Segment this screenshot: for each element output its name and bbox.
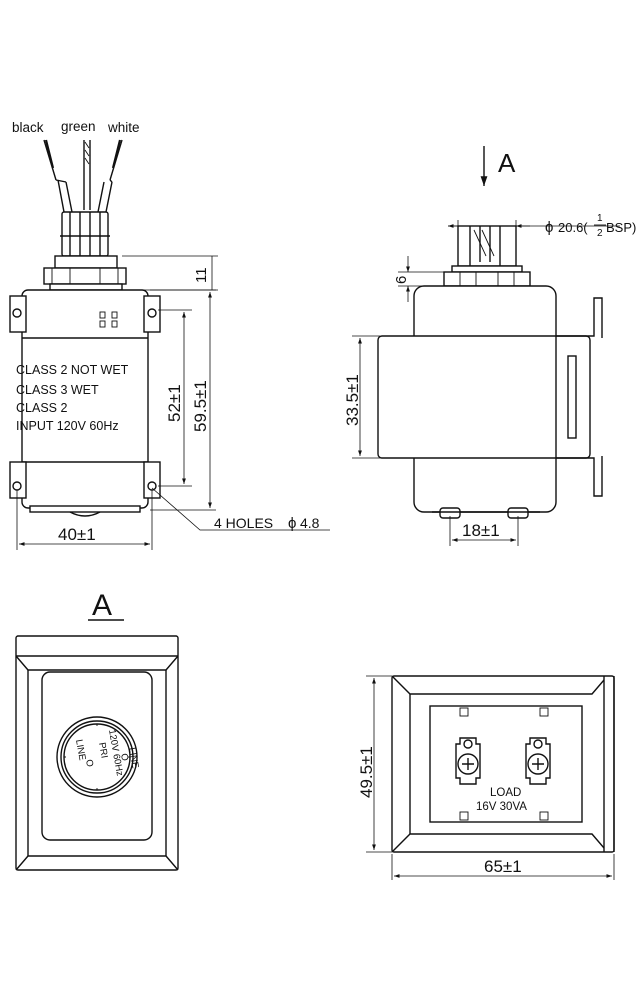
class-2-not-wet-text: CLASS 2 NOT WET [16,363,129,377]
svg-text:59.5±1: 59.5±1 [191,380,210,432]
svg-text:4.8: 4.8 [300,515,320,531]
view-a-title: A [92,589,112,622]
svg-text:20.6(: 20.6( [558,220,588,235]
mounting-nut [43,255,127,291]
dim-body-height: 59.5±1 [150,289,216,511]
class-2-text: CLASS 2 [16,401,67,415]
pri-text: PRI [96,742,110,760]
svg-text:1: 1 [597,213,603,224]
wire-label-green: green [61,119,96,134]
svg-text:2: 2 [597,228,603,239]
svg-text:11: 11 [193,267,210,283]
screw-terminal-icon [525,737,551,785]
svg-text:49.5±1: 49.5±1 [357,746,376,798]
o-text-right: O [118,753,130,762]
input-rating-text: INPUT 120V 60Hz [16,419,119,433]
dim-width: 40±1 [16,490,153,550]
dim-bottom-width: 65±1 [391,854,615,880]
svg-text:BSP): BSP) [606,220,636,235]
svg-text:33.5±1: 33.5±1 [343,374,362,426]
bottom-view: LOAD 16V 30VA 49.5±1 65±1 [357,675,615,880]
screw-terminal-icon [455,737,481,785]
side-view: A ϕ 20.6( 1 2 BSP) [343,146,636,546]
mounting-hole-icon [147,308,157,318]
svg-text:ϕ: ϕ [288,515,296,532]
svg-text:4 HOLES: 4 HOLES [214,515,273,531]
svg-text:52±1: 52±1 [165,384,184,422]
svg-text:40±1: 40±1 [58,525,96,544]
line-text-left: LINE [73,739,88,762]
wire-label-black: black [12,120,44,135]
load-label: LOAD [490,787,521,799]
view-a: A LINE O PRI 120V 60Hz O LINE [15,589,179,871]
load-rating: 16V 30VA [476,801,527,813]
o-text-left: O [83,759,95,768]
mounting-hole-icon [12,308,22,318]
dim-bottom-height: 49.5±1 [357,675,392,853]
dim-terminals: 18±1 [449,516,519,546]
svg-text:18±1: 18±1 [462,521,500,540]
dim-core: 33.5±1 [343,335,380,459]
line-text-right: LINE [126,747,141,770]
dim-hole-pitch: 52±1 [158,309,192,487]
svg-text:A: A [498,148,516,178]
dim-nut: 6 [393,256,446,302]
view-arrow-a: A [480,146,516,186]
svg-text:65±1: 65±1 [484,857,522,876]
class-3-wet-text: CLASS 3 WET [16,383,99,397]
front-view: black green white [9,119,330,550]
holes-note: 4 HOLES ϕ 4.8 [151,487,330,532]
svg-text:ϕ: ϕ [545,219,553,236]
dim-nut-height: 11 [122,255,218,291]
lead-wires [43,139,123,257]
svg-text:6: 6 [393,276,410,284]
dim-thread: ϕ 20.6( 1 2 BSP) [448,213,636,239]
transformer-body [9,289,161,517]
wire-label-white: white [107,120,140,135]
